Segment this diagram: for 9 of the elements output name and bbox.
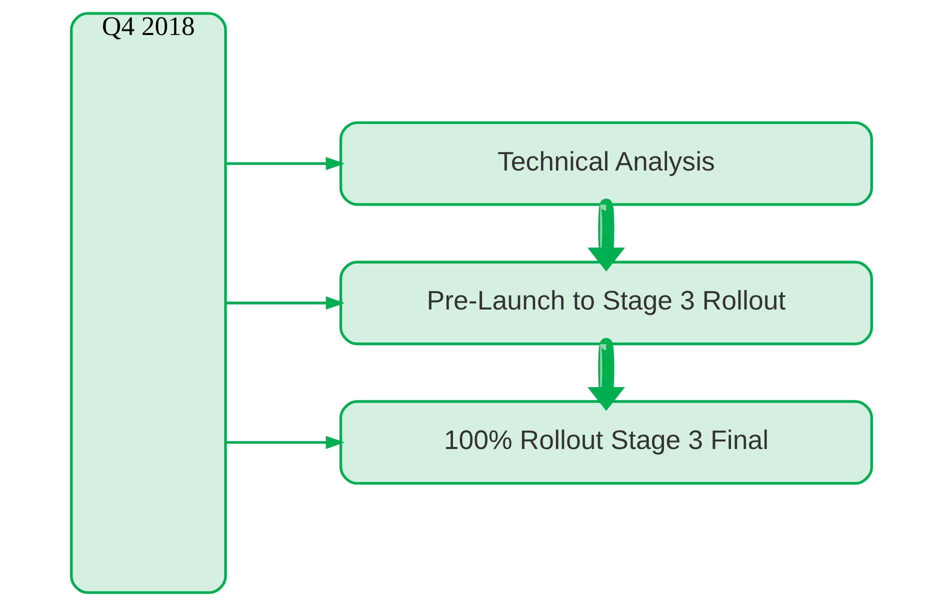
node-box: Technical Analysis — [339, 121, 873, 206]
arrow — [587, 202, 625, 272]
node-box: 100% Rollout Stage 3 Final — [339, 400, 873, 485]
arrow — [226, 296, 345, 310]
node-box: Pre-Launch to Stage 3 Rollout — [339, 260, 873, 346]
node-box: Q4 2018 — [70, 12, 227, 594]
arrow — [587, 341, 625, 411]
arrow — [226, 436, 345, 449]
arrow — [226, 157, 345, 170]
